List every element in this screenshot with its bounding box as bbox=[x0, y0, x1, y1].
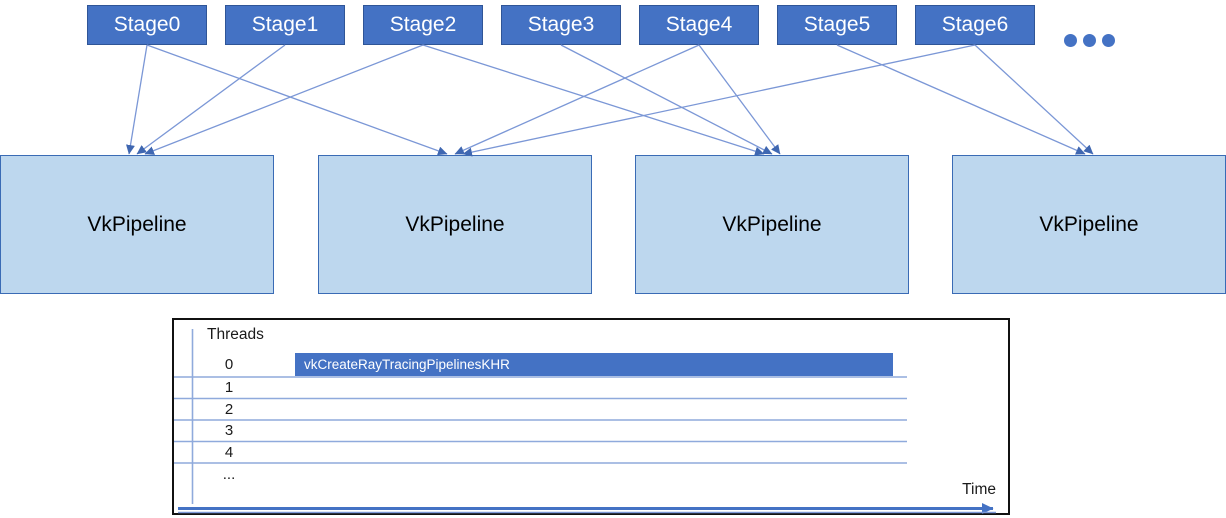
pipeline-box-2: VkPipeline bbox=[635, 155, 909, 294]
connector-line-s4-p1 bbox=[454, 44, 700, 155]
thread-row-label-0: 0 bbox=[224, 355, 234, 373]
connector-line-s6-p1 bbox=[462, 44, 976, 157]
ellipsis-dot bbox=[1083, 34, 1096, 47]
pipeline-box-1: VkPipeline bbox=[318, 155, 592, 294]
thread-row-label-5: ... bbox=[222, 465, 236, 483]
pipeline-box-0: VkPipeline bbox=[0, 155, 274, 294]
thread-timeline-panel bbox=[172, 318, 1010, 515]
stage-box-6: Stage6 bbox=[915, 5, 1035, 45]
stage-box-5: Stage5 bbox=[777, 5, 897, 45]
stage-box-3: Stage3 bbox=[501, 5, 621, 45]
connector-line-s3-p2 bbox=[560, 44, 773, 155]
connector-line-s1-p0 bbox=[136, 44, 286, 155]
timeline-bar-vkCreateRayTracingPipelinesKHR: vkCreateRayTracingPipelinesKHR bbox=[295, 353, 893, 376]
connector-line-s0-p0 bbox=[126, 44, 148, 155]
pipeline-box-3: VkPipeline bbox=[952, 155, 1226, 294]
connector-line-s6-p3 bbox=[974, 44, 1094, 155]
more-stages-ellipsis bbox=[1064, 34, 1115, 47]
stage-box-1: Stage1 bbox=[225, 5, 345, 45]
connector-line-s5-p3 bbox=[836, 44, 1086, 155]
connector-line-s4-p2 bbox=[698, 44, 781, 155]
connector-line-s0-p1 bbox=[146, 44, 448, 156]
stage-box-2: Stage2 bbox=[363, 5, 483, 45]
connector-line-s2-p2 bbox=[422, 44, 765, 156]
thread-row-label-2: 2 bbox=[224, 400, 234, 418]
time-axis-label: Time bbox=[962, 481, 996, 498]
connector-line-s2-p0 bbox=[144, 44, 424, 155]
ellipsis-dot bbox=[1064, 34, 1077, 47]
stage-box-4: Stage4 bbox=[639, 5, 759, 45]
ellipsis-dot bbox=[1102, 34, 1115, 47]
thread-row-label-4: 4 bbox=[224, 443, 234, 461]
stage-box-0: Stage0 bbox=[87, 5, 207, 45]
thread-row-label-3: 3 bbox=[224, 422, 234, 439]
threads-axis-label: Threads bbox=[207, 326, 264, 343]
thread-row-label-1: 1 bbox=[224, 378, 234, 396]
